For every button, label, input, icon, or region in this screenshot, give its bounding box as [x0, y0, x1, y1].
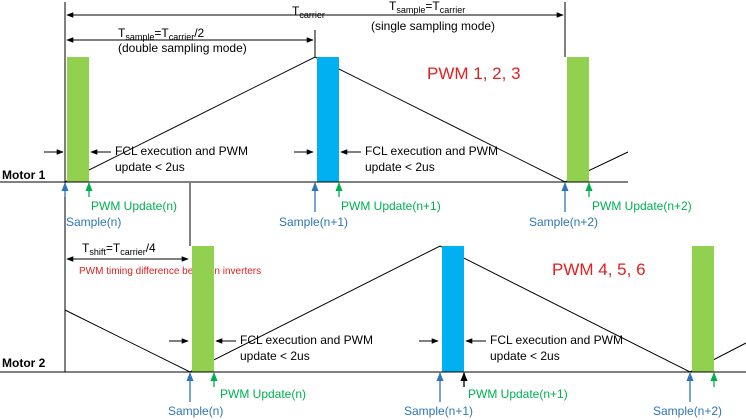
shift-note: PWM timing difference between inverters	[79, 266, 261, 277]
update-label-motor1-n2: PWM Update(n+2)	[592, 199, 692, 213]
motor2-section: Tshift=Tcarrier/4 PWM timing difference …	[0, 241, 746, 418]
sample-label-motor2-n1: Sample(n+1)	[404, 404, 473, 418]
pwm-bar-blue-1	[317, 57, 339, 182]
fcl-text-motor2-a-line2: update < 2us	[240, 349, 310, 363]
fcl-text-motor2-a-line1: FCL execution and PWM	[240, 333, 373, 347]
update-label-motor1-n1: PWM Update(n+1)	[341, 199, 441, 213]
t-shift-label: Tshift=Tcarrier/4	[82, 241, 156, 257]
pwm-title-motor1: PWM 1, 2, 3	[427, 64, 521, 83]
sample-label-motor1-n: Sample(n)	[66, 215, 121, 229]
update-label-motor1-n: PWM Update(n)	[91, 199, 177, 213]
pwm-bar-green-3	[192, 246, 214, 372]
carrier-wave-motor1	[64, 56, 629, 183]
motor1-section: Tcarrier Tsample=Tcarrier (single sampli…	[0, 0, 692, 372]
pwm-title-motor2: PWM 4, 5, 6	[552, 260, 646, 279]
fcl-text-motor1-a-line1: FCL execution and PWM	[115, 144, 248, 158]
fcl-text-motor1-b-line1: FCL execution and PWM	[365, 144, 498, 158]
sample-label-motor2-n2: Sample(n+2)	[653, 404, 722, 418]
fcl-text-motor2-b-line1: FCL execution and PWM	[490, 333, 623, 347]
update-label-motor2-n1: PWM Update(n+1)	[468, 387, 568, 401]
sample-label-motor1-n1: Sample(n+1)	[279, 215, 348, 229]
t-sample-double-label: Tsample=Tcarrier/2	[118, 26, 205, 42]
pwm-bar-green-1	[67, 57, 89, 182]
t-sample-single-label: Tsample=Tcarrier	[389, 0, 465, 15]
fcl-text-motor1-b-line2: update < 2us	[365, 160, 435, 174]
sample-label-motor1-n2: Sample(n+2)	[529, 215, 598, 229]
pwm-bar-blue-2	[442, 246, 464, 372]
sample-label-motor2-n: Sample(n)	[168, 404, 223, 418]
fcl-text-motor1-a-line2: update < 2us	[115, 160, 185, 174]
fcl-text-motor2-b-line2: update < 2us	[490, 349, 560, 363]
pwm-bar-green-2	[567, 57, 589, 182]
t-carrier-label: Tcarrier	[292, 4, 325, 20]
single-mode-label: (single sampling mode)	[371, 19, 495, 33]
pwm-bar-green-4	[692, 246, 714, 372]
double-mode-label: (double sampling mode)	[118, 41, 247, 55]
update-label-motor2-n: PWM Update(n)	[220, 387, 306, 401]
motor2-label: Motor 2	[2, 356, 46, 370]
motor1-label: Motor 1	[2, 168, 46, 182]
